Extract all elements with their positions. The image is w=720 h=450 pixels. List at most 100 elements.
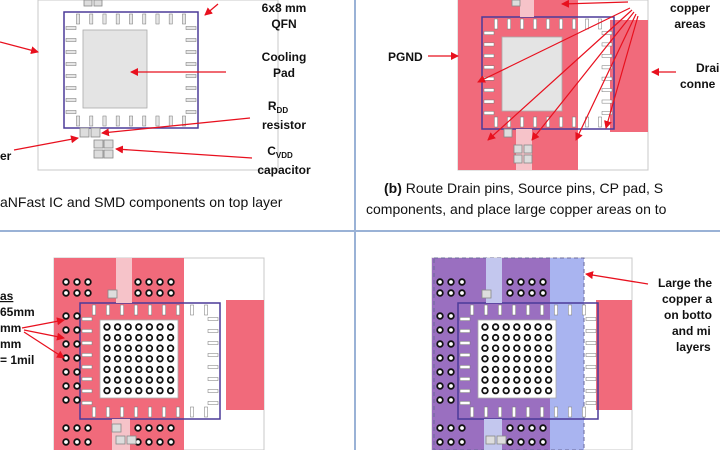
- copper-via: [447, 278, 455, 286]
- ic-pin: [81, 377, 93, 381]
- copper-via: [458, 289, 466, 297]
- copper-via: [134, 278, 142, 286]
- smd-d3: [496, 435, 507, 445]
- smd-c3: [115, 435, 126, 445]
- copper-via: [436, 424, 444, 432]
- label-cooling: Cooling: [262, 50, 307, 64]
- thermal-via: [124, 386, 132, 395]
- thermal-via: [513, 386, 521, 395]
- ic-pin: [102, 115, 107, 127]
- thermal-via: [166, 333, 175, 342]
- copper-via: [145, 438, 153, 446]
- copper-via: [156, 424, 164, 432]
- ic-pin: [176, 304, 180, 316]
- label-drain-1: Drai: [696, 61, 719, 75]
- ic-pin: [533, 18, 537, 30]
- copper-via: [436, 326, 444, 334]
- ic-pin: [89, 115, 94, 127]
- thermal-via: [523, 323, 532, 331]
- label-areas: areas: [674, 17, 706, 31]
- ic-pin: [115, 13, 120, 25]
- ic-pin: [81, 329, 93, 333]
- copper-via: [62, 312, 70, 320]
- copper-via: [62, 382, 70, 390]
- ic-pin: [129, 115, 133, 127]
- ic-pin: [81, 353, 93, 357]
- thermal-via: [502, 365, 510, 374]
- ic-pin: [106, 406, 110, 418]
- copper-via: [506, 424, 514, 432]
- cvdd-capacitor-pad3: [93, 149, 104, 159]
- copper-via: [458, 278, 466, 286]
- ic-pin: [459, 365, 471, 369]
- panel-c: as 65mm mm mm = 1mil: [0, 257, 265, 450]
- thermal-via: [103, 355, 111, 363]
- ic-pin: [459, 329, 471, 333]
- ic-pin: [568, 406, 572, 418]
- arrow-cvdd: [115, 145, 253, 159]
- thermal-via: [534, 344, 542, 352]
- ic-pins-c: [81, 304, 219, 418]
- copper-via: [506, 438, 514, 446]
- ic-pin: [483, 65, 495, 70]
- copper-via: [528, 289, 536, 297]
- thermal-via: [502, 355, 510, 363]
- ic-pin: [459, 401, 471, 405]
- thermal-via: [135, 386, 143, 395]
- ic-pin: [520, 18, 524, 30]
- ic-pin: [81, 341, 93, 345]
- smd-b4: [523, 144, 533, 154]
- ic-pin: [526, 406, 530, 418]
- ic-pin: [65, 38, 77, 42]
- ic-pin: [483, 31, 495, 35]
- caption-b-line2: components, and place large copper areas…: [366, 201, 667, 217]
- copper-via: [134, 289, 142, 297]
- ic-pin: [540, 304, 544, 316]
- thermal-via: [124, 376, 132, 384]
- thermal-via: [523, 344, 532, 352]
- copper-via: [528, 278, 536, 286]
- thermal-via: [145, 386, 154, 395]
- copper-via: [436, 289, 444, 297]
- ic-pin: [65, 50, 77, 54]
- thermal-via: [113, 376, 122, 384]
- ic-pin: [168, 13, 173, 25]
- ic-pins-b: [483, 18, 613, 128]
- copper-via: [62, 354, 70, 362]
- copper-via: [73, 340, 81, 348]
- thermal-via: [491, 386, 500, 395]
- ic-pin: [185, 98, 197, 102]
- copper-via: [447, 326, 455, 334]
- ic-pin: [494, 116, 498, 128]
- ic-pin: [115, 115, 120, 127]
- ic-pin: [207, 329, 219, 333]
- ic-pin: [155, 115, 160, 127]
- copper-via: [447, 289, 455, 297]
- copper-via: [517, 278, 525, 286]
- thermal-via: [523, 376, 532, 384]
- ic-pin: [185, 38, 197, 42]
- thermal-via: [124, 365, 132, 374]
- ic-pin: [601, 65, 613, 70]
- copper-via: [73, 368, 81, 376]
- thermal-via: [544, 323, 553, 331]
- thermal-via: [523, 386, 532, 395]
- ic-pin: [185, 110, 197, 114]
- ic-pin: [155, 13, 160, 25]
- ic-pin: [498, 304, 502, 316]
- copper-via: [156, 289, 164, 297]
- thermal-via: [103, 376, 111, 384]
- thermal-via: [513, 376, 521, 384]
- copper-via: [436, 382, 444, 390]
- thermal-via: [113, 355, 122, 363]
- thermal-via: [103, 333, 111, 342]
- thermal-via: [481, 365, 489, 374]
- thermal-via: [145, 365, 154, 374]
- thermal-via: [544, 376, 553, 384]
- arrow-copper-2: [487, 9, 633, 141]
- thermal-via: [113, 386, 122, 395]
- thermal-via: [166, 344, 175, 352]
- thermal-via: [481, 355, 489, 363]
- thermal-via: [481, 333, 489, 342]
